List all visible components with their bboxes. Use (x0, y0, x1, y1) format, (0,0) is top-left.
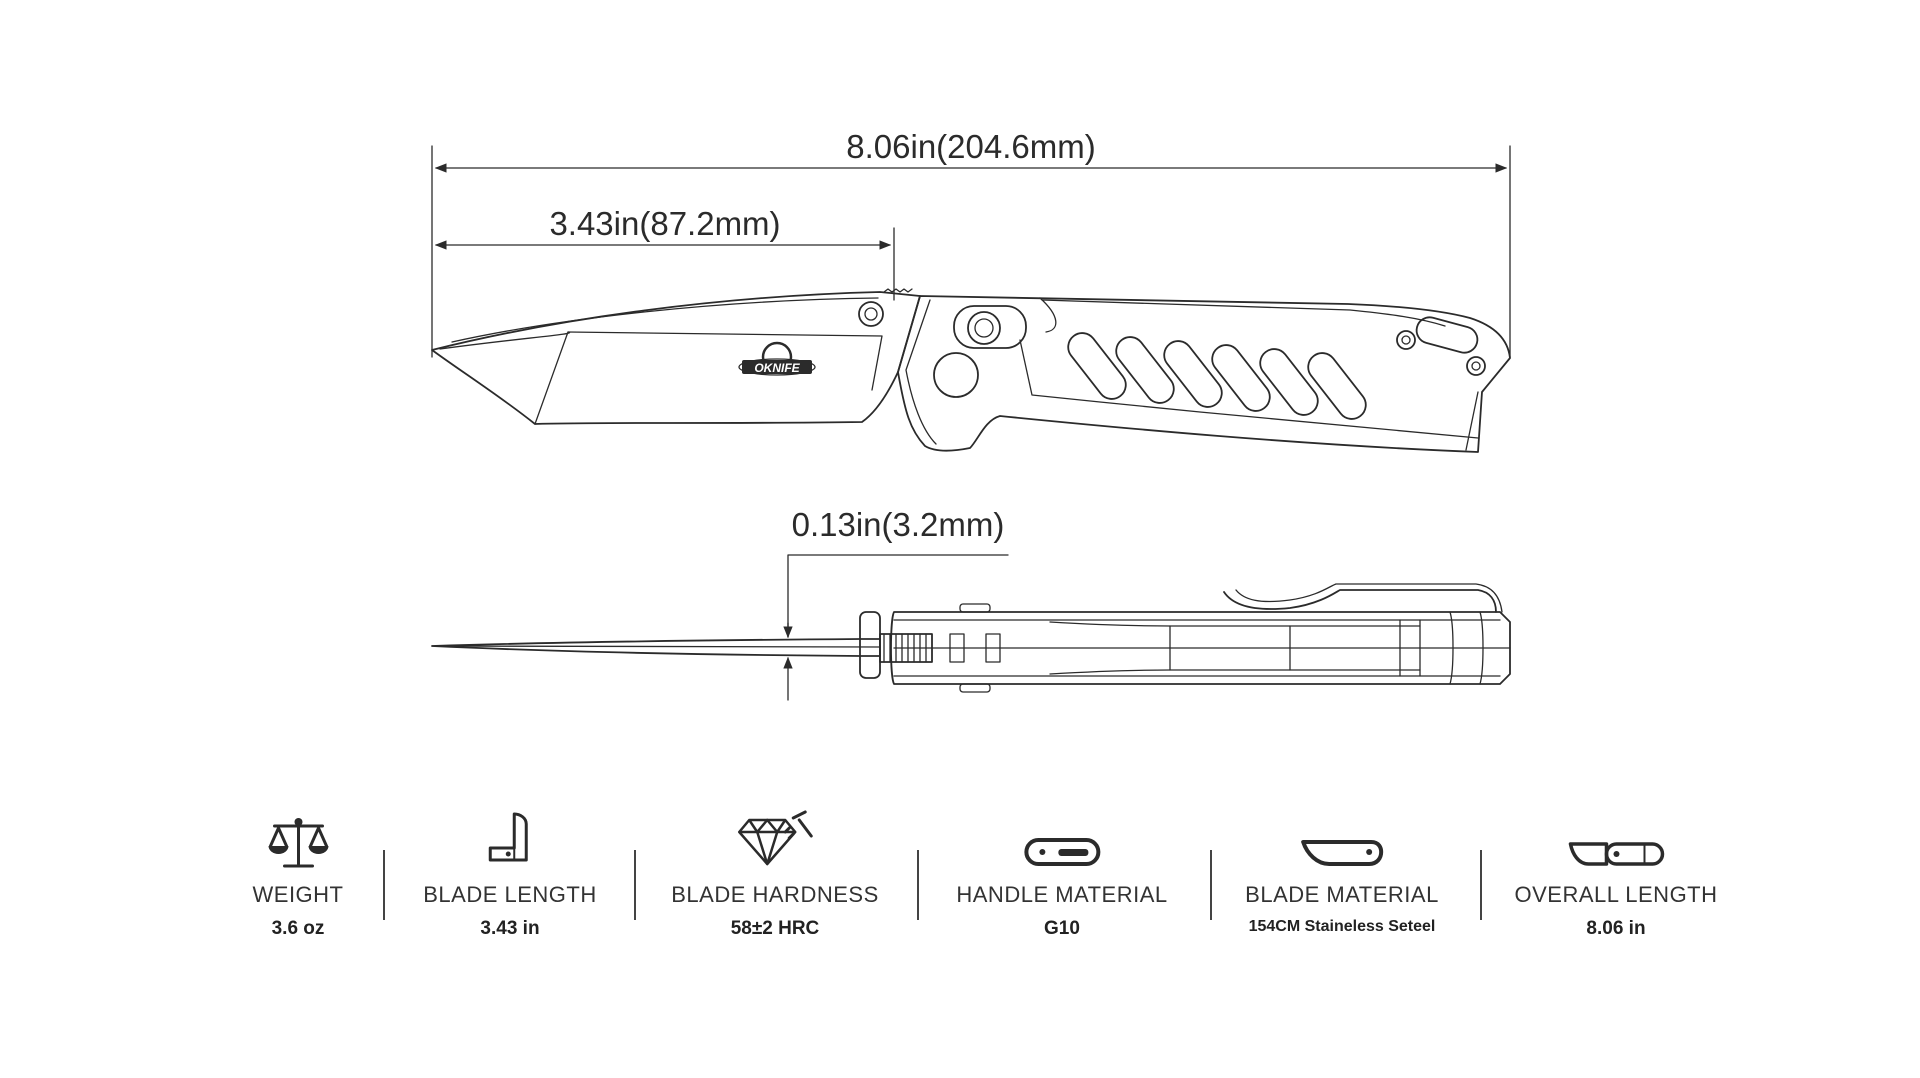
spec-label: HANDLE MATERIAL (956, 882, 1168, 907)
specs-row: WEIGHT 3.6 oz BLADE LENGTH 3.43 in (230, 800, 1720, 970)
spec-handle-material: HANDLE MATERIAL G10 (956, 800, 1167, 970)
spec-label: BLADE LENGTH (423, 882, 597, 907)
handle-slots (1067, 332, 1367, 420)
spec-divider (1480, 850, 1482, 920)
knife-top-view (431, 583, 1511, 693)
spec-divider (383, 850, 385, 920)
thickness-dimension: 0.13in(3.2mm) (783, 506, 1009, 701)
knife-side-view: OKNIFE (431, 288, 1511, 453)
overall-length-dimension: 8.06in(204.6mm) (431, 128, 1511, 358)
knife-length-icon (1566, 800, 1666, 870)
spec-value: 3.43 in (480, 918, 540, 939)
spec-value: 154CM Staineless Seteel (1248, 918, 1436, 935)
spec-value: G10 (1044, 918, 1080, 939)
blade-length-label: 3.43in(87.2mm) (549, 205, 780, 242)
oknife-logo: OKNIFE (738, 341, 816, 376)
blade-length-dimension: 3.43in(87.2mm) (434, 205, 895, 301)
spec-value: 8.06 in (1586, 918, 1646, 939)
diamond-hammer-icon (735, 800, 815, 870)
spec-value: 3.6 oz (271, 918, 325, 939)
spec-overall-length: OVERALL LENGTH 8.06 in (1514, 800, 1717, 970)
spec-label: BLADE HARDNESS (671, 882, 879, 907)
spec-label: BLADE MATERIAL (1245, 882, 1439, 907)
blade-icon (1299, 800, 1385, 870)
spec-label: WEIGHT (252, 882, 344, 907)
spec-weight: WEIGHT 3.6 oz (253, 800, 344, 970)
spec-blade-length: BLADE LENGTH 3.43 in (423, 800, 597, 970)
spec-label: OVERALL LENGTH (1514, 882, 1718, 907)
spec-value: 58±2 HRC (730, 918, 820, 939)
spec-blade-material: BLADE MATERIAL 154CM Staineless Seteel (1245, 800, 1439, 970)
spec-blade-hardness: BLADE HARDNESS 58±2 HRC (671, 800, 879, 970)
blade-length-icon (486, 800, 534, 870)
logo-text: OKNIFE (754, 361, 800, 375)
spec-divider (917, 850, 919, 920)
overall-length-label: 8.06in(204.6mm) (846, 128, 1095, 165)
thickness-label: 0.13in(3.2mm) (792, 506, 1005, 543)
spec-divider (634, 850, 636, 920)
scale-icon (266, 800, 330, 870)
handle-icon (1022, 800, 1102, 870)
spec-divider (1210, 850, 1212, 920)
